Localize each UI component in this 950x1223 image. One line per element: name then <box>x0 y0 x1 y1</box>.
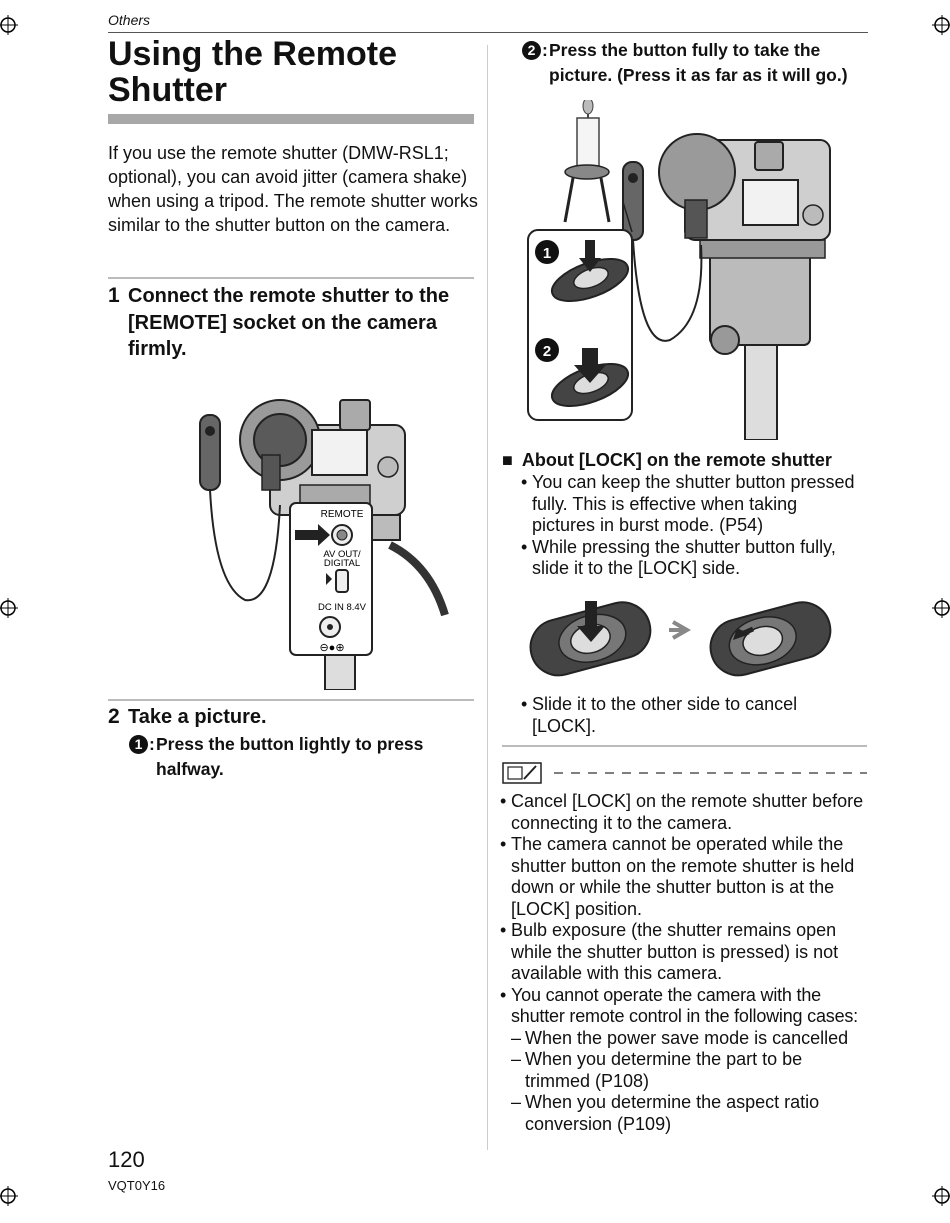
note-item: The camera cannot be operated while the … <box>500 834 870 920</box>
press-step-1-marker: 1 <box>543 245 551 262</box>
section-label: Others <box>108 12 151 28</box>
document-code: VQT0Y16 <box>108 1178 166 1193</box>
dc-in-label: DC IN 8.4V <box>318 602 367 613</box>
lock-heading-text: About [LOCK] on the remote shutter <box>521 450 832 470</box>
step-1-number: 1 <box>108 284 120 307</box>
registration-mark-icon <box>932 1186 950 1206</box>
title-underline-bar <box>108 114 474 124</box>
page-title-line1: Using the Remote <box>108 35 398 73</box>
square-bullet-icon: ■ <box>502 450 513 470</box>
note-subitem: When you determine the part to be trimme… <box>511 1049 870 1092</box>
lock-bullet: While pressing the shutter button fully,… <box>521 537 861 580</box>
lock-bullet: Slide it to the other side to cancel [LO… <box>521 694 861 737</box>
note-item: You cannot operate the camera with the s… <box>500 985 870 1028</box>
intro-paragraph: If you use the remote shutter (DMW-RSL1;… <box>108 143 478 235</box>
note-item: Cancel [LOCK] on the remote shutter befo… <box>500 791 870 834</box>
registration-mark-icon <box>932 598 950 618</box>
registration-mark-icon <box>0 1186 18 1206</box>
substep-1-marker: 1 <box>129 735 148 754</box>
note-subitem: When the power save mode is cancelled <box>511 1028 870 1050</box>
lock-bullets: You can keep the shutter button pressed … <box>521 472 861 580</box>
step-2-text: Take a picture. <box>128 706 267 728</box>
av-out-label: AV OUT/ <box>323 549 361 560</box>
divider-rule <box>108 277 474 279</box>
camera-remote-connection-figure: REMOTE AV OUT/ DIGITAL DC IN 8.4V ⊖●⊕ <box>199 399 449 690</box>
page-title-line2: Shutter <box>108 71 227 109</box>
substep-1-text: Press the button lightly to press halfwa… <box>156 734 424 779</box>
lock-slide-figure <box>529 601 832 677</box>
step-2-number: 2 <box>108 705 120 728</box>
lock-cancel-bullet: Slide it to the other side to cancel [LO… <box>521 694 861 737</box>
lock-heading: ■ About [LOCK] on the remote shutter <box>502 449 867 471</box>
divider-rule <box>108 699 474 701</box>
page-number: 120 <box>108 1147 145 1172</box>
press-step-2-marker: 2 <box>543 343 551 360</box>
registration-mark-icon <box>0 15 18 35</box>
digital-label: DIGITAL <box>324 558 360 569</box>
notes-header <box>502 762 867 784</box>
step-1-text: Connect the remote shutter to the [REMOT… <box>128 285 450 360</box>
substep-2-marker: 2 <box>522 41 541 60</box>
note-subitem: When you determine the aspect ratio conv… <box>511 1092 870 1135</box>
step-2-substep-1: 1: Press the button lightly to press hal… <box>129 732 469 779</box>
page-title: Using the Remote Shutter <box>108 36 478 108</box>
divider-rule <box>502 745 867 747</box>
shutter-press-figure: 1 2 <box>527 100 831 440</box>
note-pad-icon <box>502 762 542 784</box>
substep-2-text: Press the button fully to take the pictu… <box>549 40 848 85</box>
registration-mark-icon <box>0 598 18 618</box>
lock-bullet: You can keep the shutter button pressed … <box>521 472 861 537</box>
remote-socket-label: REMOTE <box>321 509 364 520</box>
notes-list: Cancel [LOCK] on the remote shutter befo… <box>500 791 870 1135</box>
note-item: Bulb exposure (the shutter remains open … <box>500 920 870 985</box>
header-rule <box>108 32 868 33</box>
step-2-substep-2: 2: Press the button fully to take the pi… <box>522 38 867 85</box>
column-divider <box>487 45 488 1150</box>
svg-text:⊖●⊕: ⊖●⊕ <box>319 642 344 654</box>
registration-mark-icon <box>932 15 950 35</box>
